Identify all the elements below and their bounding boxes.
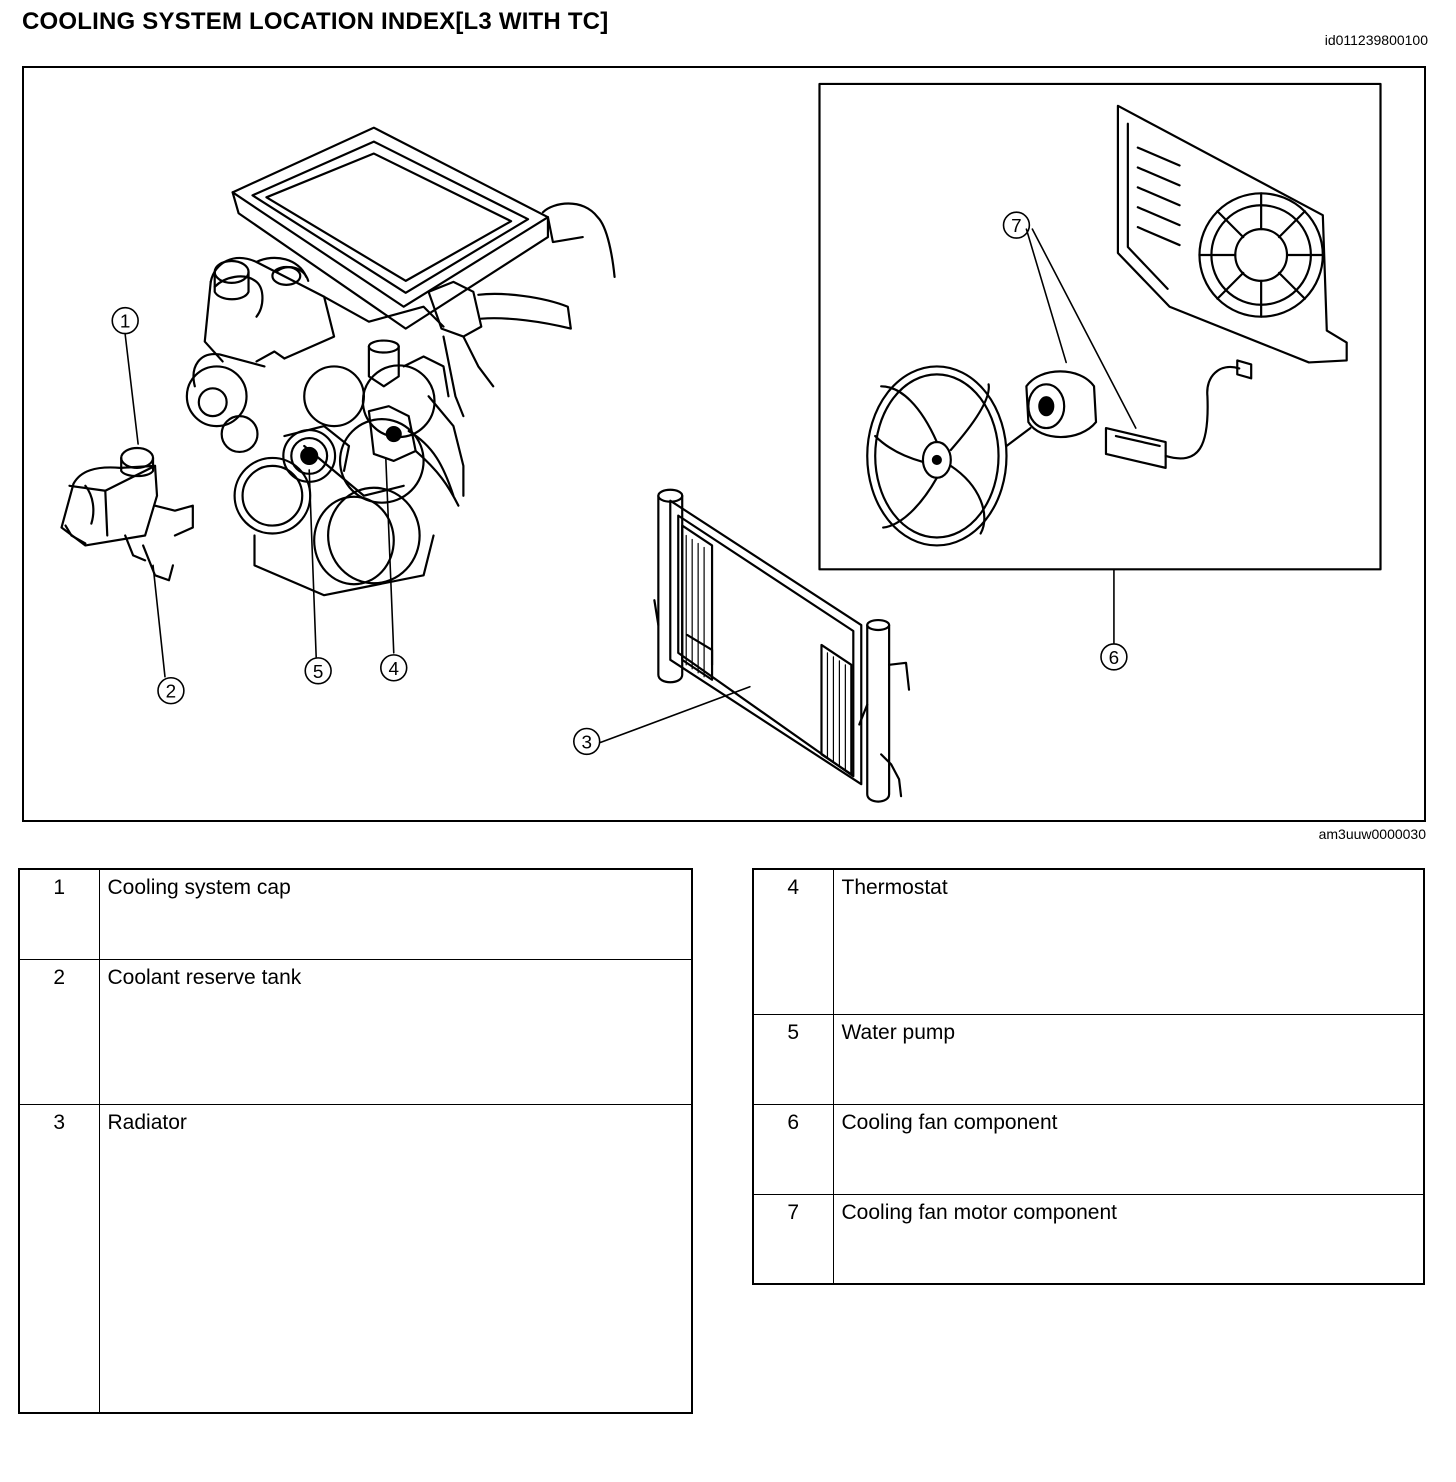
callout-6: 6: [1100, 643, 1128, 671]
figure-id: am3uuw0000030: [1318, 826, 1426, 842]
legend-row: 4 Thermostat: [752, 868, 1425, 1015]
callout-5: 5: [304, 657, 332, 685]
cooling-fan-inset: [818, 82, 1382, 571]
legend-label: Radiator: [98, 1103, 693, 1414]
callout-1: 1: [111, 306, 139, 335]
leader-lines: [124, 228, 1137, 744]
svg-text:3: 3: [581, 732, 592, 753]
svg-text:7: 7: [1011, 216, 1022, 237]
callout-3: 3: [573, 727, 601, 756]
legend-row: 5 Water pump: [752, 1013, 1425, 1105]
callout-4: 4: [380, 654, 408, 682]
legend-label: Water pump: [832, 1013, 1425, 1105]
legend-number: 5: [752, 1013, 834, 1105]
legend-row: 3 Radiator: [18, 1103, 693, 1414]
svg-text:5: 5: [313, 662, 324, 683]
callout-2: 2: [157, 676, 185, 705]
legend-label: Cooling system cap: [98, 868, 693, 960]
callout-7: 7: [1002, 211, 1031, 239]
svg-text:2: 2: [166, 682, 177, 703]
legend-label: Thermostat: [832, 868, 1425, 1015]
legend-number: 7: [752, 1193, 834, 1285]
legend-row: 7 Cooling fan motor component: [752, 1193, 1425, 1285]
svg-text:1: 1: [120, 312, 130, 333]
legend-number: 1: [18, 868, 100, 960]
legend-number: 3: [18, 1103, 100, 1414]
legend-row: 6 Cooling fan component: [752, 1103, 1425, 1195]
location-diagram: 1 2 3 4 5 6 7: [22, 66, 1426, 822]
svg-text:6: 6: [1109, 648, 1120, 669]
svg-text:4: 4: [389, 659, 400, 680]
legend-label: Cooling fan motor component: [832, 1193, 1425, 1285]
legend-table-left: 1 Cooling system cap 2 Coolant reserve t…: [18, 868, 693, 1414]
page-title: COOLING SYSTEM LOCATION INDEX[L3 WITH TC…: [22, 8, 609, 35]
engine-illustration: [185, 126, 616, 597]
legend-row: 1 Cooling system cap: [18, 868, 693, 960]
coolant-reserve-tank-illustration: [60, 446, 194, 582]
legend-row: 2 Coolant reserve tank: [18, 958, 693, 1105]
radiator-illustration: [653, 488, 911, 803]
document-id: id011239800100: [1324, 32, 1428, 48]
legend-number: 6: [752, 1103, 834, 1195]
legend-label: Cooling fan component: [832, 1103, 1425, 1195]
legend-table-right: 4 Thermostat 5 Water pump 6 Cooling fan …: [752, 868, 1425, 1285]
legend-label: Coolant reserve tank: [98, 958, 693, 1105]
legend-number: 4: [752, 868, 834, 1015]
legend-number: 2: [18, 958, 100, 1105]
